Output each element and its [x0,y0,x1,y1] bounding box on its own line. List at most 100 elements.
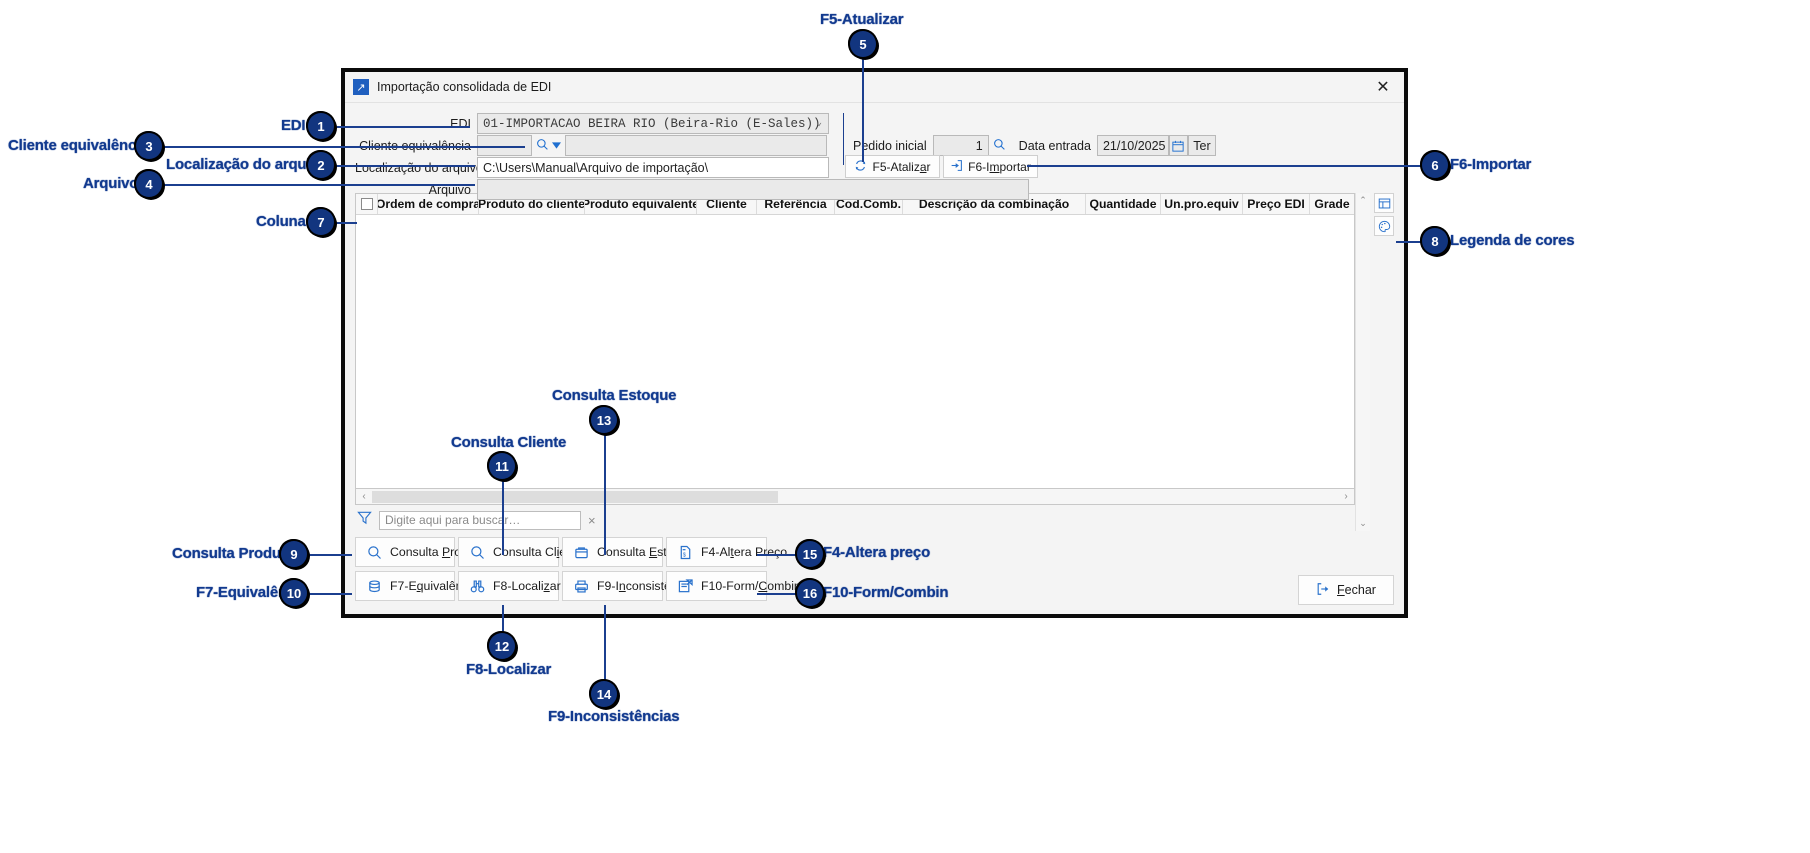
layout-icon[interactable] [1374,193,1394,213]
grid-horizontal-scrollbar[interactable]: ‹ › [355,489,1355,505]
form-combine-icon [678,578,693,594]
chevron-down-icon[interactable] [552,141,561,151]
annotation-badge-9: 9 [281,541,307,567]
edi-select[interactable]: 01-IMPORTACAO BEIRA RIO (Beira-Rio (E-Sa… [477,113,829,134]
arquivo-label: Arquivo [428,182,471,197]
annotation-badge-5: 5 [850,31,876,57]
clear-search-icon[interactable]: × [588,512,596,528]
scroll-right-icon[interactable]: › [1344,491,1348,502]
box-icon [574,545,589,560]
annotation-badge-3: 3 [136,133,162,159]
search-input[interactable]: Digite aqui para buscar… [379,510,581,530]
exit-icon [1316,582,1330,599]
f4-altera-preco-button-label: F4-Altera Preço [701,545,788,559]
annotation-label-9: Consulta Produto [172,545,295,562]
grid-header-refer-ncia[interactable]: Referência [757,194,835,214]
arquivo-input[interactable] [477,179,1029,200]
edi-import-window: ↗ Importação consolidada de EDI ✕ EDI 01… [341,68,1408,618]
scroll-up-icon[interactable]: ⌃ [1359,195,1367,205]
grid-header-ordem-de-compra[interactable]: Ordem de compra [378,194,479,214]
grid-header-descri-o-da-combina-o[interactable]: Descrição da combinação [903,194,1086,214]
search-icon[interactable] [993,138,1006,154]
edi-row: EDI 01-IMPORTACAO BEIRA RIO (Beira-Rio (… [355,113,835,134]
grid-side-tools [1370,193,1394,531]
annotation-badge-8: 8 [1422,228,1448,254]
calendar-icon[interactable] [1168,135,1188,156]
grid-header-produto-equivalente[interactable]: Produto equivalente [585,194,697,214]
annotation-label-10: F7-Equivalência [196,584,308,601]
cliente-equivalencia-name-input[interactable] [565,135,827,156]
search-icon [470,545,485,560]
f8-localizar-button[interactable]: F8-Localizar [458,571,561,601]
search-icon[interactable] [536,138,549,154]
connector-line-14 [604,605,606,693]
consulta-produto-button[interactable]: Consulta Produto [355,537,485,567]
consulta-estoque-button[interactable]: Consulta Estoque [562,537,694,567]
edi-select-value: 01-IMPORTACAO BEIRA RIO (Beira-Rio (E-Sa… [483,116,821,131]
data-entrada-input[interactable]: 21/10/2025 [1096,135,1169,156]
f10-form-combin-button-label: F10-Form/Combin [701,579,801,593]
annotation-badge-2: 2 [308,152,334,178]
form-divider [843,113,844,165]
fechar-button[interactable]: Fechar [1298,575,1394,605]
localizacao-arquivo-input[interactable]: C:\Users\Manual\Arquivo de importação\ [477,157,829,178]
checkbox-icon [360,198,373,210]
annotation-label-8: Legenda de cores [1450,232,1575,249]
hscroll-track[interactable] [372,490,1338,504]
close-window-button[interactable]: ✕ [1376,79,1390,96]
scroll-left-icon[interactable]: ‹ [362,491,366,502]
arquivo-row: Arquivo [355,179,1175,200]
annotation-badge-1: 1 [308,113,334,139]
price-doc-icon: $ [678,545,693,560]
pedido-data-row: Pedido inicial 1 Data entrada 21/10/2025… [853,135,1216,156]
window-body: EDI 01-IMPORTACAO BEIRA RIO (Beira-Rio (… [345,103,1404,531]
refresh-icon [854,159,867,175]
annotation-label-14: F9-Inconsistências [548,708,680,725]
annotation-label-4: Arquivo [83,175,139,192]
grid-vertical-scrollbar[interactable]: ⌃ ⌄ [1355,193,1370,531]
grid-header-grade[interactable]: Grade [1310,194,1354,214]
select-all-checkbox[interactable] [356,194,378,214]
grid-header-quantidade[interactable]: Quantidade [1086,194,1161,214]
edi-label: EDI [450,116,471,131]
annotation-label-1: EDI [281,117,306,134]
annotation-badge-4: 4 [136,171,162,197]
pedido-inicial-input[interactable]: 1 [932,135,989,156]
data-entrada-label: Data entrada [1018,138,1091,153]
f6-importar-label: F6-Importar [968,159,1031,174]
pedido-inicial-label: Pedido inicial [853,138,927,153]
f8-localizar-button-label: F8-Localizar [493,579,561,593]
scroll-down-icon[interactable]: ⌄ [1359,518,1367,528]
consulta-cliente-button[interactable]: Consulta Cliente [458,537,583,567]
f7-equivalencia-button[interactable]: F7-Equivalência [355,571,478,601]
grid-body[interactable] [356,215,1354,488]
grid-header-cliente[interactable]: Cliente [697,194,757,214]
annotation-badge-7: 7 [308,209,334,235]
cliente-equivalencia-code-input[interactable] [477,135,532,156]
hscroll-thumb[interactable] [372,490,778,503]
grid-header-produto-do-cliente[interactable]: Produto do cliente [479,194,585,214]
data-entrada-weekday: Ter [1187,135,1216,156]
printer-icon [574,579,589,594]
f5-atualizar-button[interactable]: F5-Atalizar [845,155,940,178]
f10-form-combin-button[interactable]: F10-Form/Combin [666,571,801,601]
funnel-icon[interactable] [357,510,372,530]
window-title: Importação consolidada de EDI [377,80,552,94]
color-palette-icon[interactable] [1374,216,1394,236]
maximize-arrow-icon: ↗ [353,79,369,95]
filter-row: Digite aqui para buscar… × [355,505,1355,531]
grid-header-un-pro-equiv[interactable]: Un.pro.equiv [1161,194,1243,214]
f4-altera-preco-button[interactable]: $ F4-Altera Preço [666,537,787,567]
annotation-badge-12: 12 [489,633,515,659]
f6-importar-button[interactable]: F6-Importar [943,155,1038,178]
annotation-badge-14: 14 [591,681,617,707]
grid-header-cod-comb[interactable]: Cod.Comb. [835,194,903,214]
annotation-badge-10: 10 [281,580,307,606]
f9-inconsistencias-button[interactable]: F9-Inconsistências [562,571,700,601]
grid-header-pre-o-edi[interactable]: Preço EDI [1243,194,1310,214]
annotation-label-12: F8-Localizar [466,661,552,678]
cliente-equivalencia-label: Cliente equivalência [359,138,471,153]
